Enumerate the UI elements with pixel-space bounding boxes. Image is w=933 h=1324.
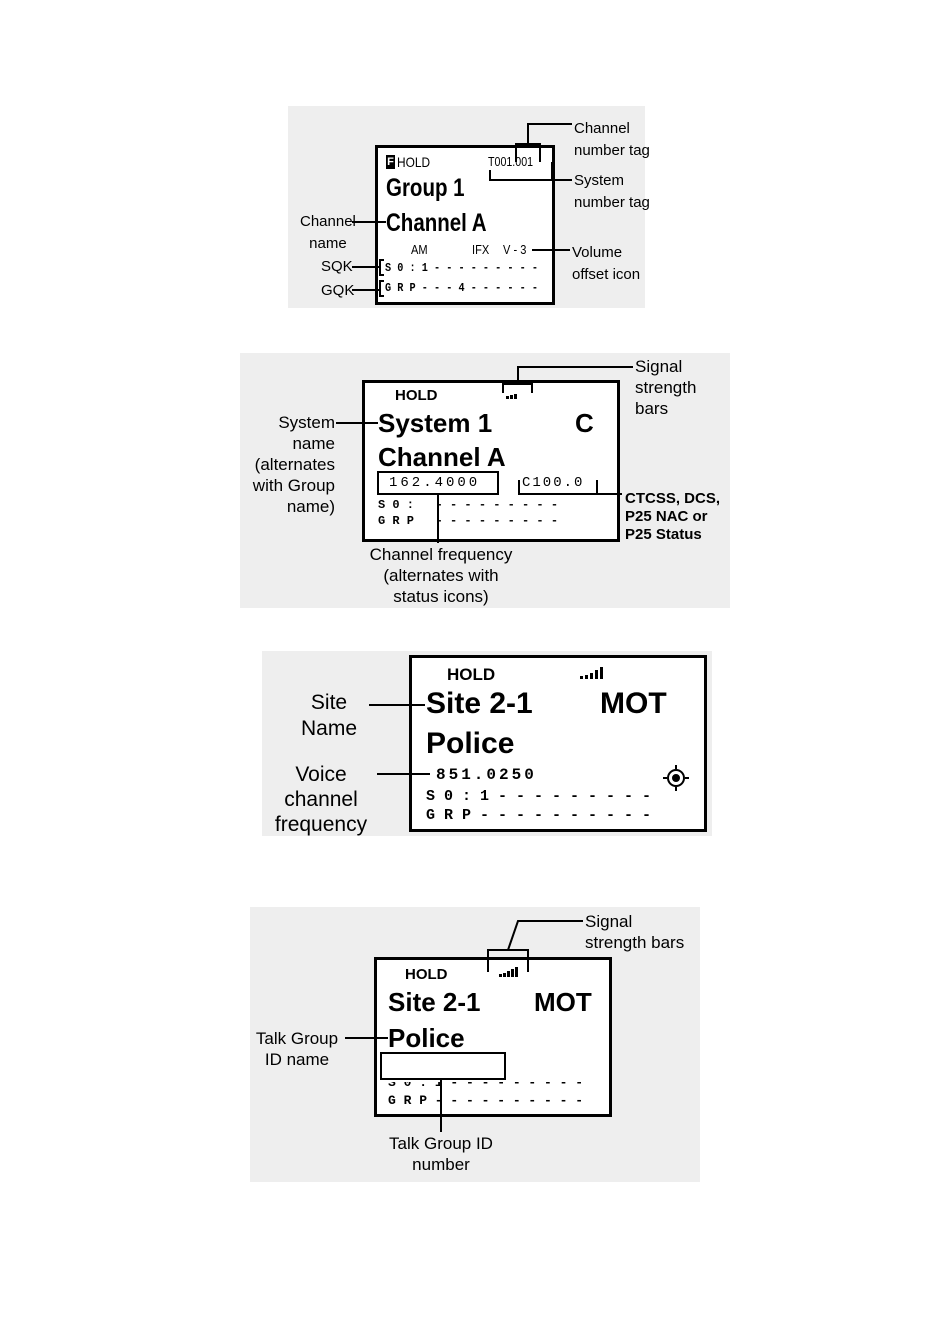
d4-label-signal-strength-bars: Signal strength bars bbox=[585, 912, 685, 952]
d2-channel-frequency: 162.4000 bbox=[389, 475, 481, 491]
d1-label-gqk: GQK bbox=[321, 282, 355, 299]
d3-label-site-name: Site Name bbox=[300, 691, 358, 740]
d1-label-sqk: SQK bbox=[321, 258, 353, 275]
d2-label-channel-frequency: Channel frequency (alternates with statu… bbox=[369, 545, 513, 606]
d4-system-type: MOT bbox=[534, 987, 592, 1017]
d3-system-type: MOT bbox=[600, 687, 667, 720]
d1-label-channel-number-tag: Channel number tag bbox=[574, 120, 650, 159]
d3-sqk-row: S 0 : 1 - - - - - - - - - bbox=[426, 788, 652, 805]
diagram-3-lcd-screen bbox=[409, 655, 707, 832]
d3-signal-bars-icon bbox=[580, 667, 603, 679]
d4-talkgroup-name: Police bbox=[388, 1023, 465, 1053]
d4-gqk-row: G R P - - - - - - - - - - bbox=[388, 1093, 584, 1108]
d2-gqk-row: G R P - - - - - - - - - bbox=[378, 514, 559, 528]
d4-signal-bars-icon bbox=[499, 967, 518, 977]
d1-group-name: Group 1 bbox=[386, 174, 465, 202]
d1-label-channel-name: Channel name bbox=[300, 213, 356, 252]
d3-gps-target-icon bbox=[663, 765, 689, 791]
d2-mode-letter: C bbox=[575, 408, 594, 438]
d3-site-name: Site 2-1 bbox=[426, 687, 533, 720]
d2-label-ctcss: CTCSS, DCS, P25 NAC or P25 Status bbox=[625, 490, 721, 543]
d1-hold-status: HOLD bbox=[397, 154, 431, 170]
d1-channel-system-tag: T001.001 bbox=[488, 154, 534, 169]
d2-label-signal-strength-bars: Signal strength bars bbox=[635, 357, 697, 418]
d1-function-key-indicator: F bbox=[386, 155, 395, 169]
d2-sqk-row: S 0 : - - - - - - - - - bbox=[378, 498, 559, 512]
d4-sqk-row: S 0 : 1 - - - - - - - - - bbox=[388, 1075, 584, 1090]
d4-label-talk-group-id-name: Talk Group ID name bbox=[255, 1029, 339, 1069]
d3-hold-status: HOLD bbox=[447, 665, 496, 684]
d2-hold-status: HOLD bbox=[395, 387, 438, 404]
diagram-1-lcd-screen bbox=[375, 145, 555, 305]
d1-gqk-row: G R P - - - 4 - - - - - - bbox=[385, 281, 539, 295]
d2-system-name: System 1 bbox=[378, 408, 493, 438]
d1-label-system-number-tag: System number tag bbox=[574, 172, 650, 211]
d4-label-talk-group-id-number: Talk Group ID number bbox=[389, 1134, 493, 1174]
d2-channel-name: Channel A bbox=[378, 442, 506, 472]
d4-site-name: Site 2-1 bbox=[388, 987, 481, 1017]
d1-modulation-mode: AM bbox=[411, 242, 428, 257]
d1-ifx-indicator: IFX bbox=[472, 242, 490, 257]
d1-channel-name: Channel A bbox=[386, 209, 487, 237]
d1-volume-offset-icon: V - 3 bbox=[503, 242, 527, 257]
d4-hold-status: HOLD bbox=[405, 966, 448, 983]
d1-sqk-row: S 0 : 1 - - - - - - - - - bbox=[385, 261, 539, 275]
diagram-2-lcd-screen bbox=[362, 380, 620, 542]
diagram-4-lcd-screen bbox=[374, 957, 612, 1117]
d2-signal-bars-icon bbox=[506, 394, 517, 399]
d2-ctcss-tone: C100.0 bbox=[522, 475, 585, 491]
d3-gqk-row: G R P - - - - - - - - - - bbox=[426, 807, 652, 824]
d3-talkgroup-name: Police bbox=[426, 727, 515, 760]
d3-label-voice-channel-frequency: Voice channel frequency bbox=[274, 763, 368, 836]
d3-voice-frequency: 851.0250 bbox=[436, 766, 537, 784]
d2-label-system-name: System name (alternates with Group name) bbox=[252, 413, 335, 516]
d1-label-volume-offset-icon: Volume offset icon bbox=[572, 244, 641, 283]
